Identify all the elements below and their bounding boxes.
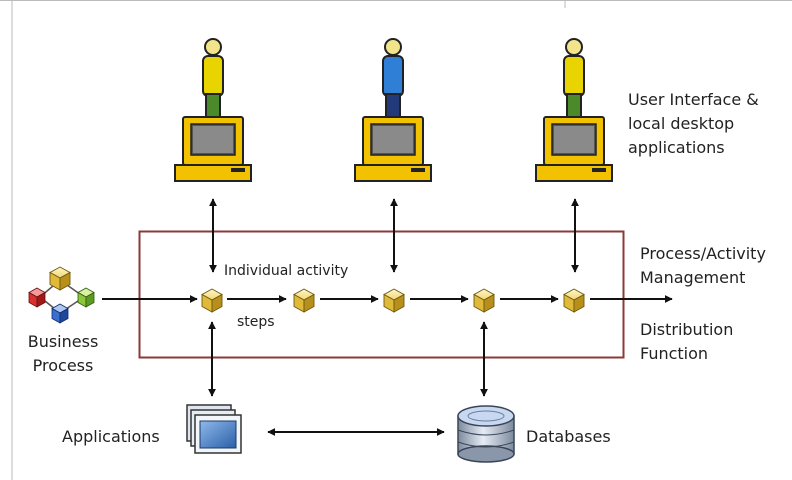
- computer-icon: [535, 116, 613, 182]
- cube-icon: [383, 288, 405, 313]
- pam-label-line2: Management: [640, 268, 746, 287]
- computer-icon: [174, 116, 252, 182]
- individual-activity-label: Individual activity: [224, 263, 349, 279]
- cube-icon: [201, 288, 223, 313]
- database-icon: [457, 405, 515, 463]
- ui-label-line3: applications: [628, 138, 725, 157]
- applications-label: Applications: [62, 427, 160, 446]
- cube-icon: [563, 288, 585, 313]
- business-process-label-line2: Process: [32, 356, 94, 375]
- ui-label-line1: User Interface &: [628, 90, 759, 109]
- business-process-label-line1: Business: [27, 332, 99, 351]
- dist-label-line1: Distribution: [640, 320, 734, 339]
- computer-icon: [354, 116, 432, 182]
- process-activity-box: [138, 230, 625, 359]
- person-icon: [563, 38, 585, 125]
- steps-label: steps: [237, 314, 275, 330]
- pam-label-line1: Process/Activity: [640, 244, 766, 263]
- cube-icon: [473, 288, 495, 313]
- business-process-icon: [28, 266, 95, 324]
- ui-label-line2: local desktop: [628, 114, 735, 133]
- databases-label: Databases: [526, 427, 611, 446]
- person-icon: [382, 38, 404, 125]
- person-icon: [202, 38, 224, 125]
- windows-stack-icon: [186, 404, 242, 454]
- dist-label-line2: Function: [640, 344, 709, 363]
- cube-icon: [293, 288, 315, 313]
